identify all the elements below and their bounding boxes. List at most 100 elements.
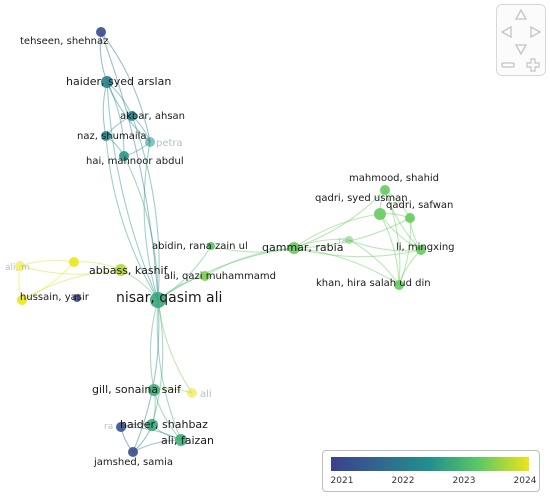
author-node[interactable]	[15, 261, 25, 271]
network-edge	[384, 189, 401, 286]
legend-tick: 2023	[452, 476, 476, 486]
legend-gradient-bar	[331, 457, 529, 471]
network-edge	[210, 245, 295, 253]
author-label: naz, shumaila	[77, 131, 147, 142]
network-edge	[379, 213, 400, 286]
author-node[interactable]	[207, 242, 215, 250]
faded-label: ra	[104, 422, 113, 432]
author-node[interactable]	[116, 422, 126, 432]
author-node[interactable]	[127, 111, 137, 121]
network-edge	[348, 239, 400, 286]
author-node[interactable]	[128, 447, 138, 457]
faded-label: ali, m	[5, 263, 30, 273]
up-icon[interactable]	[514, 8, 528, 22]
network-nodes	[15, 27, 426, 457]
network-edge	[106, 81, 159, 301]
author-label: gill, sonaina saif	[92, 383, 182, 396]
network-edge	[156, 299, 182, 441]
author-node[interactable]	[374, 208, 386, 220]
author-label: haider, shahbaz	[120, 418, 208, 431]
network-edge	[293, 217, 411, 249]
author-node[interactable]	[148, 384, 160, 396]
year-color-legend: 2021 2022 2023 2024	[322, 450, 540, 492]
author-label: ali, qazi muhammamd	[164, 271, 276, 282]
author-node[interactable]	[73, 294, 81, 302]
author-node[interactable]	[17, 295, 27, 305]
network-edge	[398, 217, 411, 286]
network-edge	[19, 265, 122, 275]
network-edge	[293, 189, 386, 249]
author-label: qadri, safwan	[386, 200, 453, 211]
author-label: qadri, syed usman	[315, 193, 408, 204]
legend-tick: 2021	[330, 476, 354, 486]
author-node[interactable]	[146, 419, 158, 431]
down-icon[interactable]	[514, 42, 528, 56]
author-node[interactable]	[101, 131, 111, 141]
author-label: akbar, ahsan	[120, 111, 185, 122]
network-edge	[293, 247, 422, 258]
author-label: qammar, rabia	[262, 241, 343, 254]
author-node[interactable]	[145, 137, 155, 147]
network-edge	[143, 141, 159, 301]
network-edge	[105, 135, 159, 301]
faded-label: ra	[338, 236, 347, 246]
author-node[interactable]	[119, 151, 129, 161]
author-label: ali, faizan	[161, 434, 214, 447]
network-edge	[204, 247, 295, 277]
author-node[interactable]	[115, 264, 127, 276]
author-node[interactable]	[175, 434, 187, 446]
author-node[interactable]	[96, 27, 106, 37]
author-node[interactable]	[416, 245, 426, 255]
network-edge	[151, 299, 164, 426]
faded-label: petra	[156, 138, 183, 149]
faded-label: ali	[200, 389, 212, 400]
author-node[interactable]	[69, 257, 79, 267]
author-label: abidin, rana zain ul	[152, 241, 248, 252]
network-edge	[348, 239, 422, 252]
author-node[interactable]	[200, 271, 210, 281]
legend-tick: 2022	[391, 476, 415, 486]
network-edge	[102, 81, 108, 137]
author-node[interactable]	[288, 242, 300, 254]
author-node[interactable]	[380, 185, 390, 195]
network-edge	[384, 189, 422, 251]
left-icon[interactable]	[500, 25, 514, 39]
network-edge	[106, 81, 151, 143]
author-node[interactable]	[150, 292, 166, 308]
author-node[interactable]	[405, 213, 415, 223]
network-edge	[106, 81, 125, 157]
network-edge	[131, 115, 160, 301]
network-edge	[21, 261, 75, 301]
author-label: khan, hira salah ud din	[316, 278, 431, 289]
network-edge	[21, 269, 122, 301]
network-edge	[157, 299, 193, 394]
right-icon[interactable]	[528, 25, 542, 39]
author-label: li, mingxing	[396, 242, 455, 253]
legend-tick: 2024	[513, 476, 537, 486]
author-node[interactable]	[345, 236, 353, 244]
network-edge	[293, 213, 381, 249]
network-edge	[157, 247, 295, 301]
navigation-control	[496, 4, 546, 76]
network-labels: tehseen, shehnaz haider, syed arslan akbar…	[5, 36, 455, 468]
network-edge	[132, 299, 160, 453]
network-edge	[100, 31, 159, 301]
author-label: nisar, qasim ali	[116, 290, 222, 306]
author-label: jamshed, samia	[93, 457, 173, 468]
network-edge	[293, 247, 400, 286]
network-edge	[149, 299, 159, 391]
author-label: tehseen, shehnaz	[20, 36, 108, 47]
author-label: haider, syed arslan	[66, 75, 171, 88]
author-node[interactable]	[394, 280, 404, 290]
author-label: hussain, yasir	[20, 292, 90, 303]
author-node[interactable]	[101, 76, 113, 88]
author-label: abbass, kashif	[89, 264, 169, 277]
network-edge	[100, 31, 151, 143]
network-edge	[123, 155, 159, 301]
zoom-out-icon[interactable]	[501, 58, 515, 72]
author-label: mahmood, shahid	[349, 173, 439, 184]
author-node[interactable]	[187, 388, 197, 398]
author-label: hai, mahnoor abdul	[86, 156, 184, 167]
zoom-in-icon[interactable]	[526, 58, 540, 72]
